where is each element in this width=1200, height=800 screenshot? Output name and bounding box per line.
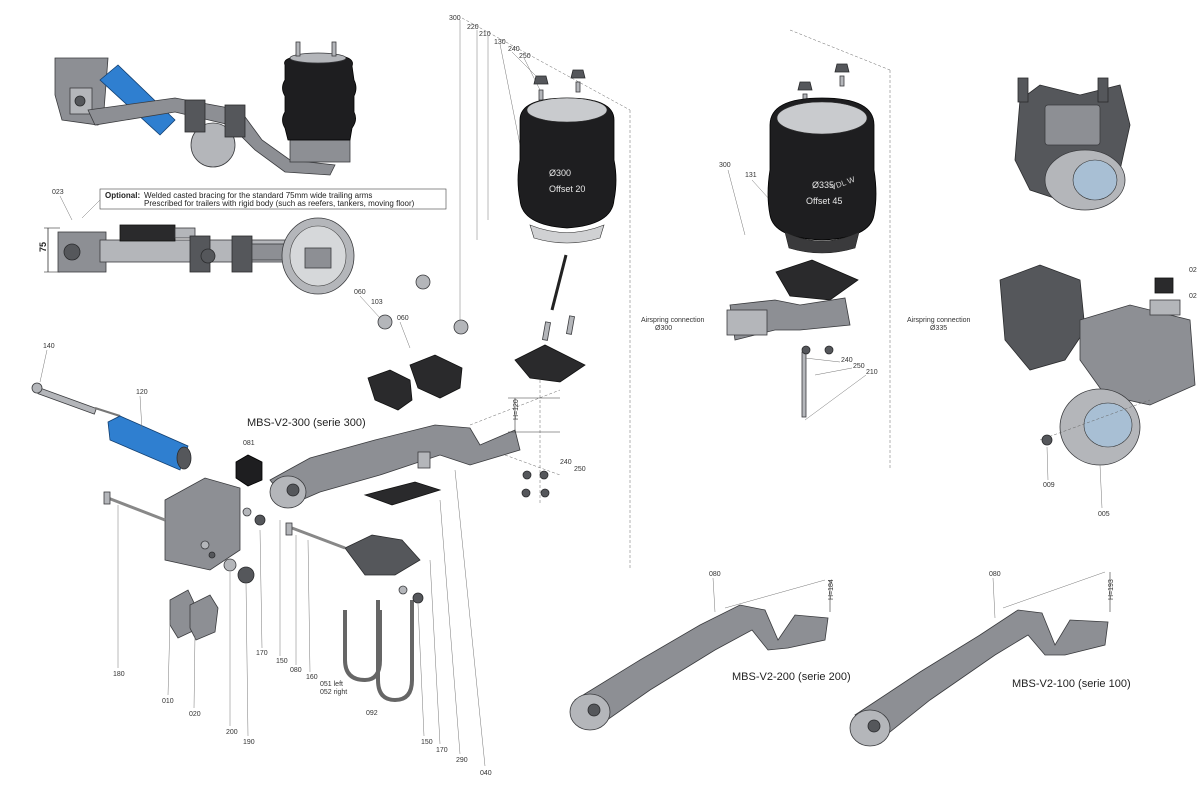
part-label-200: 200: [226, 729, 238, 736]
airspring-335-group: 300 131 Ø335 VDL W Offset 45 240 250 210…: [719, 29, 971, 470]
part-label-250-mid: 250: [574, 466, 586, 473]
part-label-060-a: 060: [354, 289, 366, 296]
part-label-060-b: 060: [397, 315, 409, 322]
airspring-335-size: Ø335: [812, 180, 834, 190]
part-label-210-right: 210: [866, 369, 878, 376]
main-exploded-assembly: H=120: [31, 274, 561, 703]
airspring-335-offset: Offset 45: [806, 196, 842, 206]
main-part-labels: 060 103 060 140 120 081 240 250 180 170 …: [39, 289, 586, 777]
dimension-h193: H=193: [1108, 579, 1115, 600]
part-label-051-left: 051 left: [320, 681, 343, 688]
title-serie-300: MBS-V2-300 (serie 300): [247, 417, 366, 429]
part-label-240-mid: 240: [560, 459, 572, 466]
airspring-connection-335-line1: Airspring connection: [907, 317, 971, 324]
part-label-130: 130: [494, 39, 506, 46]
airspring-300-offset: Offset 20: [549, 184, 585, 194]
part-label-010: 010: [162, 698, 174, 705]
airspring-connection-300-line2: Ø300: [655, 325, 672, 332]
part-label-250-right: 250: [853, 363, 865, 370]
part-label-300-top: 300: [449, 15, 461, 22]
note-line-2: Prescribed for trailers with rigid body …: [144, 199, 415, 208]
part-label-103: 103: [371, 299, 383, 306]
part-label-240-top: 240: [508, 46, 520, 53]
part-label-150-a: 150: [276, 658, 288, 665]
part-label-300-right: 300: [719, 162, 731, 169]
part-label-005: 005: [1098, 511, 1110, 518]
note-optional-label: Optional:: [105, 191, 140, 200]
part-label-023: 023: [52, 189, 64, 196]
part-label-220: 220: [467, 24, 479, 31]
part-label-02-b: 02: [1189, 293, 1197, 300]
part-label-210-top: 210: [479, 31, 491, 38]
part-label-190: 190: [243, 739, 255, 746]
part-label-080-b: 080: [709, 571, 721, 578]
part-label-180: 180: [113, 671, 125, 678]
part-label-150-b: 150: [421, 739, 433, 746]
dimension-h120: H=120: [513, 399, 520, 420]
part-label-020: 020: [189, 711, 201, 718]
title-serie-100: MBS-V2-100 (serie 100): [1012, 678, 1131, 690]
assembled-suspension-view: [54, 41, 357, 176]
part-label-140: 140: [43, 343, 55, 350]
part-label-240-right: 240: [841, 357, 853, 364]
part-label-120: 120: [136, 389, 148, 396]
part-label-170-a: 170: [256, 650, 268, 657]
part-label-02-a: 02: [1189, 267, 1197, 274]
part-label-080-a: 080: [290, 667, 302, 674]
part-label-080-c: 080: [989, 571, 1001, 578]
part-label-290: 290: [456, 757, 468, 764]
note-line-1: Welded casted bracing for the standard 7…: [144, 191, 372, 200]
trailing-arm-serie-200: H=184 080: [569, 571, 835, 731]
dimension-75: 75: [38, 242, 48, 252]
part-label-170-b: 170: [436, 747, 448, 754]
airspring-connection-335-line2: Ø335: [930, 325, 947, 332]
title-serie-200: MBS-V2-200 (serie 200): [732, 671, 851, 683]
part-label-131: 131: [745, 172, 757, 179]
airspring-300-group: 300 220 210 130 240 250 Ø300 Offset 20 A…: [449, 15, 705, 570]
dimension-h184: H=184: [828, 579, 835, 600]
airspring-connection-300-line1: Airspring connection: [641, 317, 705, 324]
optional-bracing-note: Optional: Welded casted bracing for the …: [52, 188, 447, 221]
part-label-081: 081: [243, 440, 255, 447]
bracket-exploded-view: 009 005 02 02: [999, 264, 1197, 518]
side-bracing-view: 75: [38, 217, 355, 295]
part-label-250-top: 250: [519, 53, 531, 60]
part-label-160: 160: [306, 674, 318, 681]
trailing-arm-serie-100: H=193 080: [849, 571, 1115, 747]
part-label-052-right: 052 right: [320, 689, 347, 696]
part-label-040: 040: [480, 770, 492, 777]
part-label-009: 009: [1043, 482, 1055, 489]
bracket-assembled-view: [1014, 77, 1131, 211]
airspring-300-size: Ø300: [549, 168, 571, 178]
part-label-092: 092: [366, 710, 378, 717]
